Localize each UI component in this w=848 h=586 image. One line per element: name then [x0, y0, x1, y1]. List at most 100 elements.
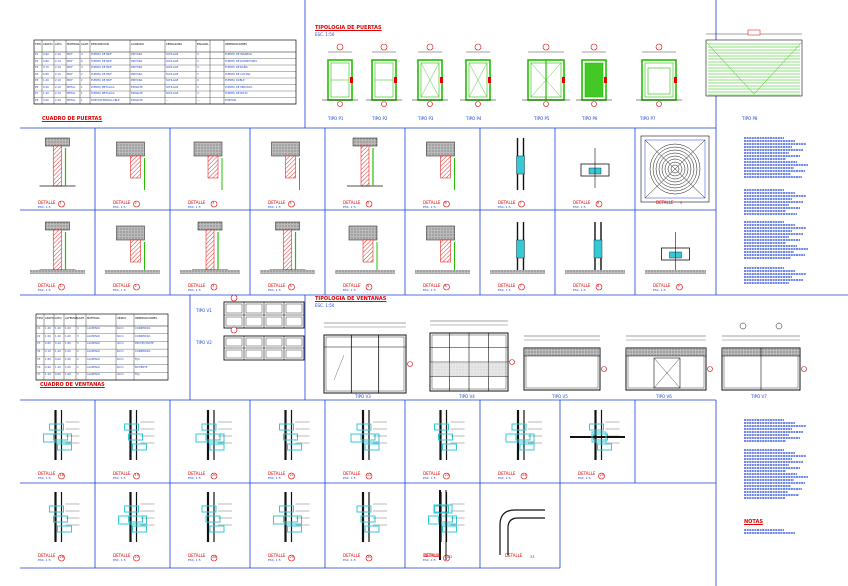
- detail-title: DETALLE: [268, 471, 286, 476]
- detail-title: DETALLE: [498, 200, 516, 205]
- door-table-cell: PUERTA DE COCINA: [225, 72, 251, 76]
- window-type-label: TIPO V6: [656, 394, 672, 399]
- detail-number: 29: [289, 555, 294, 559]
- window-table-cell: 0.60: [55, 357, 61, 361]
- window-type-label: TIPO V2: [196, 340, 212, 345]
- detail-title: DETALLE: [188, 553, 206, 558]
- detail-number: 22: [367, 473, 372, 477]
- door-table-cell: 2: [81, 72, 83, 76]
- door-table-cell: PUERTA METALICA: [91, 85, 115, 89]
- detail-scale: ESC. 1:5: [423, 476, 436, 480]
- window-table-cell: 5: [77, 342, 79, 346]
- door-table-cell: PUERTA DE DORMITORIO: [225, 59, 258, 63]
- window-table-cell: ALUMINIO: [87, 327, 100, 330]
- door-table-cell: P1: [35, 53, 39, 56]
- door-table-cell: P8: [35, 98, 39, 102]
- detail-scale: ESC. 1:5: [343, 288, 356, 292]
- detail-title: DETALLE: [423, 283, 441, 288]
- door-table-cell: P4: [35, 72, 39, 76]
- detail-number: 20: [212, 473, 217, 477]
- window-table-cell: ALUMINIO: [87, 342, 100, 346]
- door-table-cell: 3: [197, 72, 199, 76]
- door-table-cell: —: [197, 98, 200, 102]
- detail-scale: ESC. 1:5: [498, 205, 511, 209]
- door-table-cell: SCHLAGE: [166, 85, 179, 89]
- window-table-cell: V2: [37, 334, 41, 338]
- window-table-cell: 3: [77, 373, 79, 377]
- door-table-header: ANCHO: [43, 43, 53, 46]
- windows-section-scale: ESC. 1:50: [315, 303, 335, 308]
- detail-number: 7: [519, 284, 522, 288]
- door-table-cell: P5: [35, 79, 39, 82]
- detail-number: 4: [289, 284, 292, 288]
- door-table-cell: P3: [35, 66, 39, 69]
- detail-number: 33: [530, 555, 535, 559]
- detail-scale: ESC. 1:5: [268, 476, 281, 480]
- door-table-cell: SCHLAGE: [166, 72, 179, 76]
- door-table-cell: 4: [81, 53, 83, 56]
- window-schedule-table: [35, 313, 169, 381]
- window-table-cell: 1.60: [65, 357, 71, 361]
- door-type-label: TIPO P2: [372, 116, 388, 121]
- window-type-label: TIPO V1: [196, 308, 212, 313]
- window-table-cell: CORREDIZA: [135, 334, 151, 338]
- door-table-cell: —: [166, 98, 169, 102]
- door-table-cell: PORTON: [225, 98, 236, 102]
- window-table-cell: 3: [77, 334, 79, 338]
- window-table-cell: FIJA: [135, 373, 140, 377]
- detail-scale: ESC. 1:5: [343, 205, 356, 209]
- window-table-cell: V4: [37, 350, 41, 354]
- door-table-cell: METAL: [67, 85, 76, 89]
- detail-number: 5: [367, 284, 370, 288]
- detail-scale: ESC. 1:5: [423, 205, 436, 209]
- door-table-cell: 2: [81, 79, 83, 82]
- notes-title: NOTAS: [744, 519, 763, 525]
- detail-title: DETALLE: [113, 283, 131, 288]
- door-elevations: [322, 43, 682, 107]
- door-table-cell: PUERTA DE MDF: [91, 53, 112, 56]
- door-table-cell: 3.00: [43, 98, 49, 102]
- detail-scale: ESC. 1:5: [38, 288, 51, 292]
- window-table-cell: 0.40: [55, 342, 61, 346]
- window-table-cell: 6mm: [117, 365, 124, 369]
- door-type-label: TIPO P5: [534, 116, 550, 121]
- door-type-label: TIPO P8: [742, 116, 758, 121]
- detail-title: DETALLE: [188, 471, 206, 476]
- detail-title: DETALLE: [498, 283, 516, 288]
- window-table-header: ALFEIZAR: [65, 317, 78, 320]
- detail-scale: ESC. 1:5: [113, 558, 126, 562]
- door-table-cell: ESMALTE: [131, 92, 143, 95]
- window-type-label: TIPO V5: [552, 394, 568, 399]
- detail-number: 4: [289, 201, 292, 205]
- window-table-cell: 6mm: [117, 327, 124, 330]
- detail-number: 28: [212, 555, 217, 559]
- window-table-cell: 6mm: [117, 334, 124, 338]
- door-table-cell: MDF: [67, 72, 73, 76]
- detail-title: DETALLE: [188, 200, 206, 205]
- door-table-cell: PUERTA DE MDF: [91, 79, 112, 82]
- detail-scale: ESC. 1:5: [188, 288, 201, 292]
- door-table-cell: 1: [81, 98, 83, 102]
- door-table-cell: ESMALTE: [131, 85, 143, 89]
- door-table-cell: PINTURA: [131, 72, 143, 76]
- detail-scale: ESC. 1:5: [578, 476, 591, 480]
- window-table-cell: 4: [77, 327, 79, 330]
- door-table-cell: 0.80: [43, 72, 49, 76]
- window-table-cell: ALUMINIO: [87, 350, 100, 354]
- detail-title: DETALLE: [343, 200, 361, 205]
- door-type-label: TIPO P1: [328, 116, 344, 121]
- detail-number: 30: [367, 555, 372, 559]
- window-table-cell: V3: [37, 342, 41, 346]
- window-table-cell: V7: [37, 373, 41, 377]
- window-table-cell: 2: [77, 365, 79, 369]
- detail-number: 6: [444, 201, 447, 205]
- window-table-cell: 0.90: [45, 365, 51, 369]
- door-table-header: MATERIAL: [67, 43, 80, 46]
- detail-title: DETALLE: [423, 200, 441, 205]
- windows-frame-title: CUADRO DE VENTANAS: [40, 382, 105, 388]
- door-table-cell: 1.40: [43, 92, 49, 95]
- detail-scale: ESC. 1:5: [268, 205, 281, 209]
- door-table-cell: PUERTA DE MDF: [91, 66, 112, 69]
- detail-number: 9: [680, 201, 683, 205]
